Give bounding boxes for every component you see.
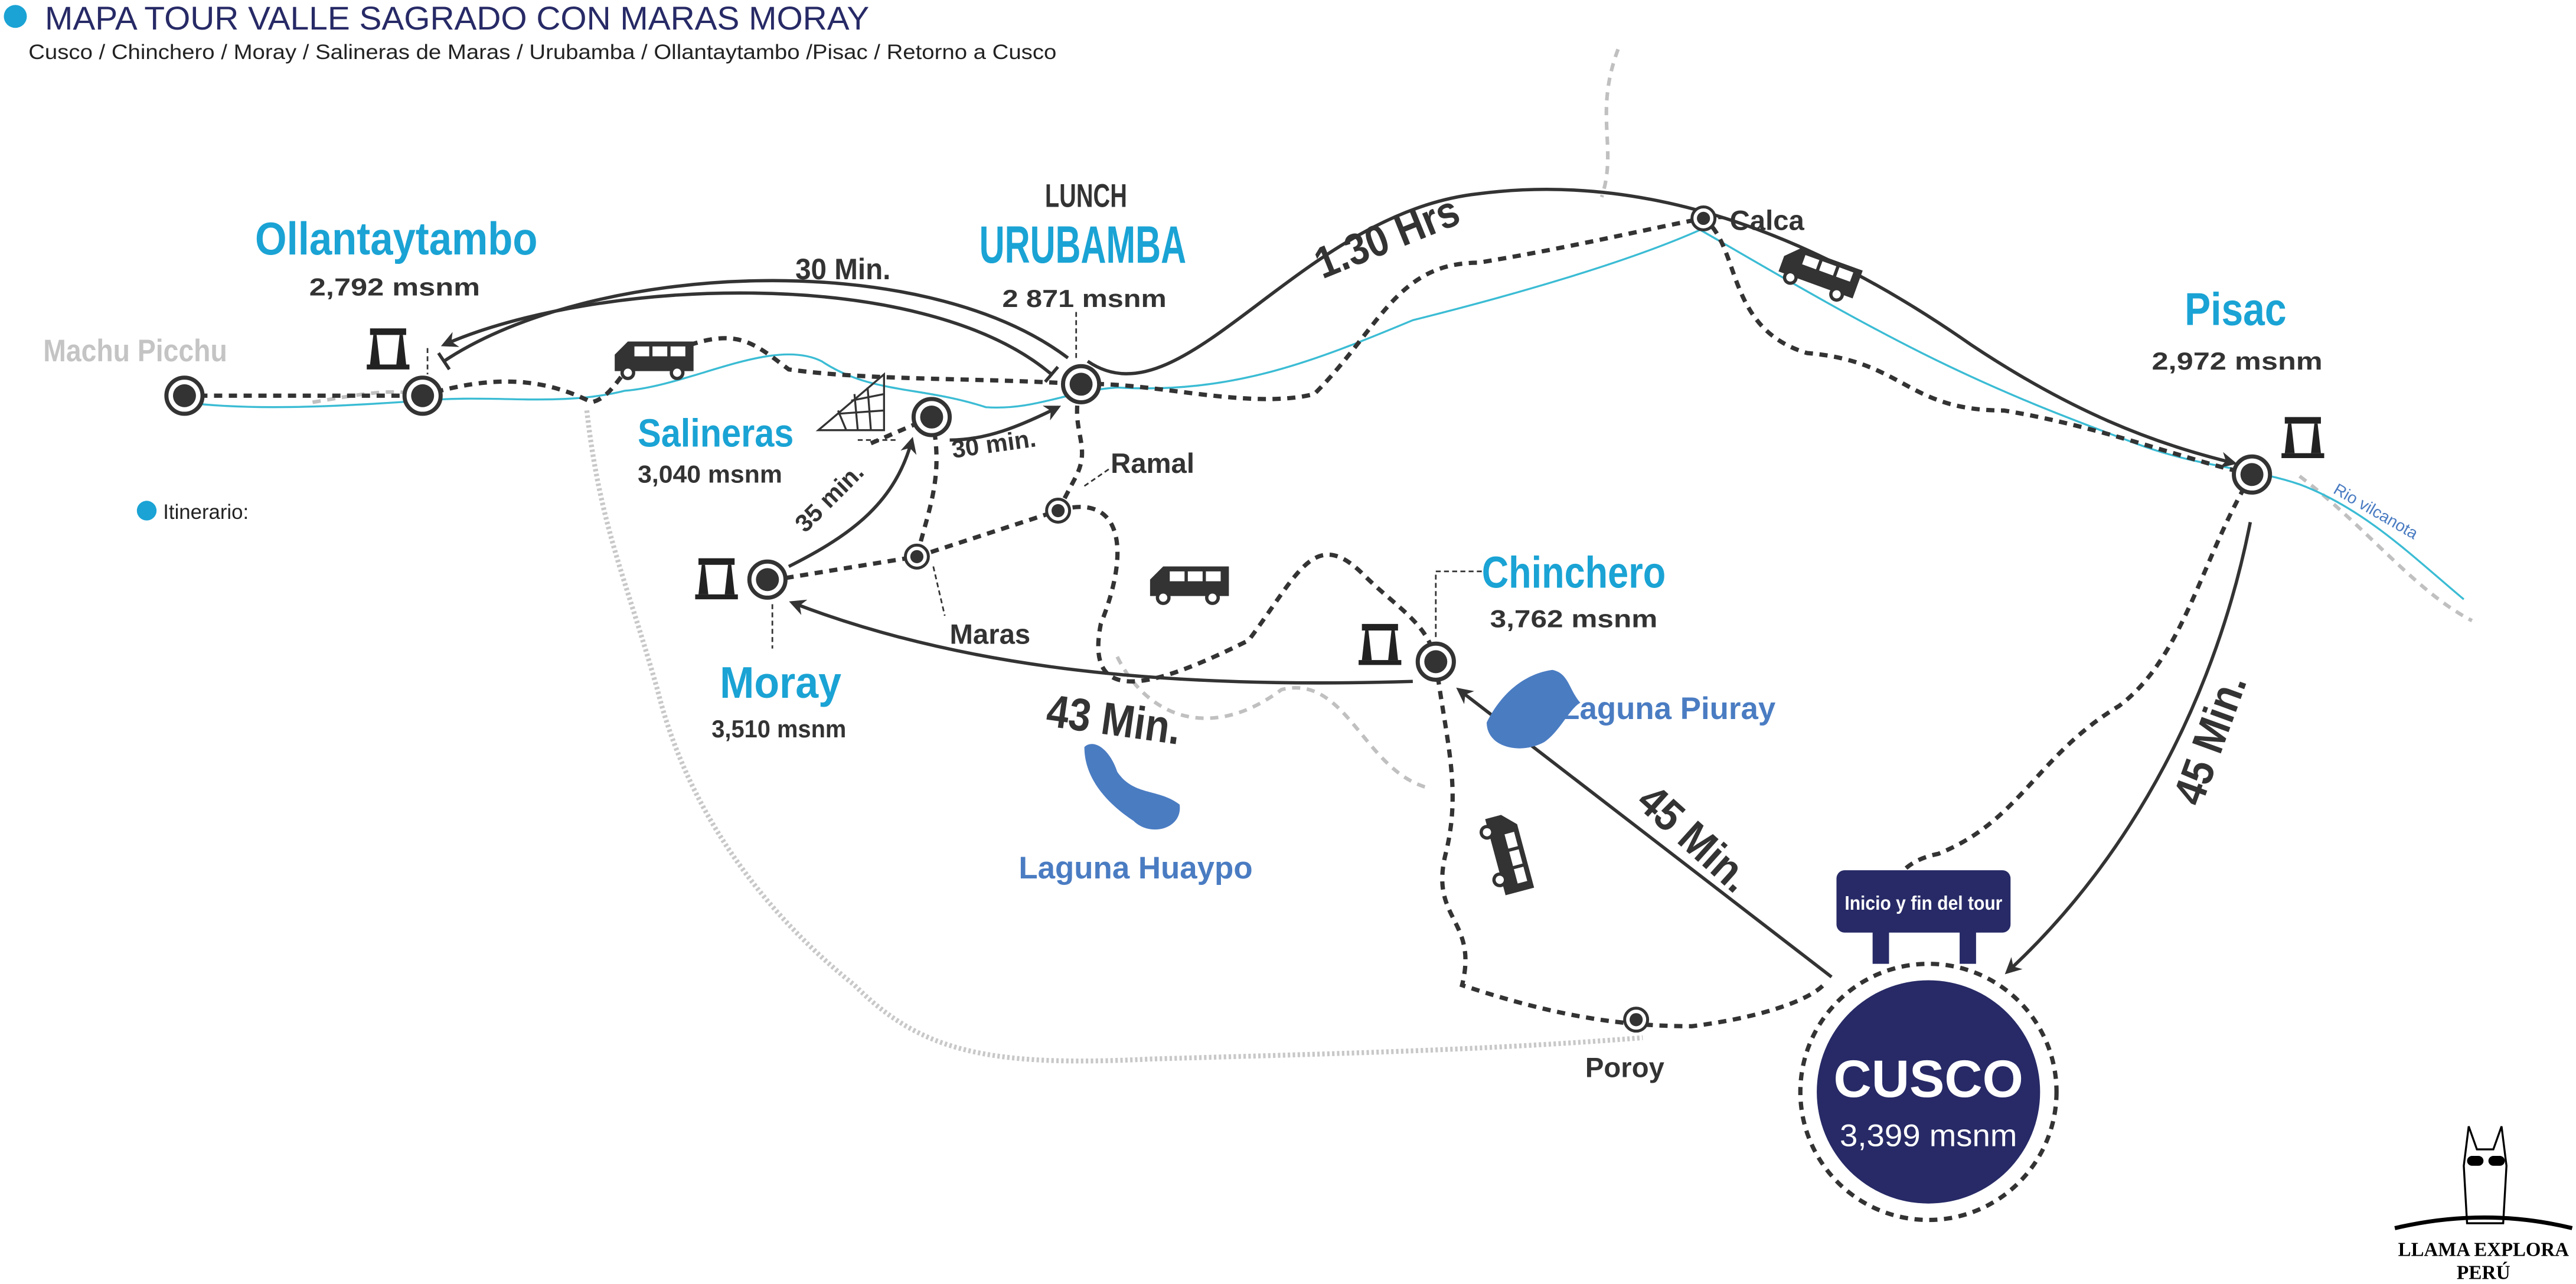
itinerary-label: Itinerario:: [163, 501, 249, 524]
calca-label: Calca: [1730, 205, 1805, 236]
machu-picchu-label: Machu Picchu: [43, 334, 227, 368]
salt-pans-icon: [815, 372, 885, 432]
start-end-sign: Inicio y fin del tour: [1836, 870, 2011, 964]
itinerary-bullet-icon: [136, 501, 157, 521]
moray-label: Moray: [720, 658, 841, 707]
cusco-ring: [1798, 962, 2059, 1223]
arrow-urubamba-pisac: [1086, 188, 2237, 468]
ramal-label: Ramal: [1111, 448, 1194, 479]
cusco-badge[interactable]: [1817, 980, 2040, 1204]
road-urubamba-calca-pisac: [1080, 216, 2252, 477]
logo-line1: LLAMA EXPLORA: [2398, 1239, 2569, 1261]
van-icon: [1478, 812, 1534, 897]
chinchero-label: Chinchero: [1482, 548, 1666, 597]
railway-line: [584, 410, 1643, 1064]
node-poroy[interactable]: [1625, 1008, 1648, 1031]
laguna-piuray-shape: [1487, 669, 1581, 749]
duration-ollantaytambo-pisac: 1.30 Hrs: [1307, 185, 1466, 288]
urubamba-label: URUBAMBA: [980, 215, 1186, 274]
node-pisac[interactable]: [2234, 456, 2270, 492]
arrow-moray-salineras: [788, 437, 917, 569]
page-subtitle: Cusco / Chinchero / Moray / Salineras de…: [28, 41, 1056, 64]
ollantaytambo-altitude: 2,792 msnm: [309, 273, 480, 301]
moray-altitude: 3,510 msnm: [711, 715, 846, 743]
sign-label: Inicio y fin del tour: [1844, 893, 2002, 914]
cusco-altitude: 3,399 msnm: [1840, 1118, 2017, 1153]
gray-road-east: [2298, 475, 2473, 623]
title-bullet-icon: [4, 5, 27, 28]
van-icon: [615, 342, 694, 379]
laguna-huaypo-shape: [1084, 744, 1180, 830]
duration-salineras-urubamba: 30 min.: [950, 424, 1038, 463]
arrow-chinchero-moray: [789, 599, 1413, 685]
pisac-label: Pisac: [2185, 284, 2286, 335]
maras-label: Maras: [950, 619, 1031, 650]
duration-chinchero-moray: 43 Min.: [1043, 685, 1184, 754]
node-urubamba[interactable]: [1063, 366, 1099, 402]
duration-urubamba-ollantaytambo: 30 Min.: [795, 253, 890, 286]
arrow-urubamba-ollanta: [437, 279, 1069, 371]
ollantaytambo-label: Ollantaytambo: [255, 213, 537, 264]
node-maras[interactable]: [905, 545, 928, 568]
pisac-altitude: 2,972 msnm: [2151, 347, 2322, 375]
gray-road-north: [1599, 48, 1620, 198]
road-ramal-chinchero: [1057, 505, 1438, 684]
van-icon: [1776, 244, 1863, 305]
road-salineras-maras: [915, 416, 939, 557]
poroy-label: Poroy: [1585, 1053, 1665, 1084]
river-vilcanota: [184, 228, 2465, 600]
road-salineras-link: [870, 415, 933, 446]
laguna-piuray-label: Laguna Piuray: [1560, 691, 1776, 726]
logo-line2: PERÚ: [2457, 1262, 2510, 1284]
node-moray[interactable]: [749, 561, 785, 597]
duration-cusco-chinchero: 45 Min.: [1628, 775, 1762, 901]
node-calca[interactable]: [1692, 207, 1715, 230]
urubamba-lunch-note: LUNCH: [1045, 177, 1127, 214]
chinchero-altitude: 3,762 msnm: [1490, 605, 1658, 632]
van-icon: [1150, 567, 1229, 604]
ruins-icon: [367, 328, 410, 370]
node-machu-picchu[interactable]: [166, 378, 203, 414]
ruins-icon: [1359, 623, 1402, 665]
arrow-pisac-cusco: [2004, 521, 2252, 975]
node-chinchero[interactable]: [1418, 643, 1454, 679]
ruins-icon: [2281, 417, 2324, 458]
arrow-ollanta-urubamba: [440, 291, 1059, 383]
node-ramal[interactable]: [1047, 499, 1070, 522]
salineras-label: Salineras: [638, 412, 794, 456]
urubamba-altitude: 2 871 msnm: [1003, 285, 1167, 312]
road-chinchero-poroy-cusco: [1434, 661, 1825, 1028]
gray-road-huaypo: [1115, 656, 1430, 790]
node-ollantaytambo[interactable]: [404, 378, 440, 414]
page-title: MAPA TOUR VALLE SAGRADO CON MARAS MORAY: [45, 0, 869, 37]
salineras-altitude: 3,040 msnm: [638, 460, 782, 488]
river-label: Rio vilcanota: [2330, 480, 2421, 543]
arrow-salineras-urubamba: [949, 406, 1062, 442]
llama-explora-logo: LLAMA EXPLORA PERÚ: [2394, 1126, 2573, 1284]
laguna-huaypo-label: Laguna Huaypo: [1018, 851, 1252, 886]
node-salineras[interactable]: [913, 399, 949, 435]
cusco-label: CUSCO: [1834, 1049, 2023, 1108]
ruins-icon: [695, 558, 738, 600]
gray-road: [312, 390, 423, 404]
road-pisac-cusco: [1883, 473, 2254, 920]
